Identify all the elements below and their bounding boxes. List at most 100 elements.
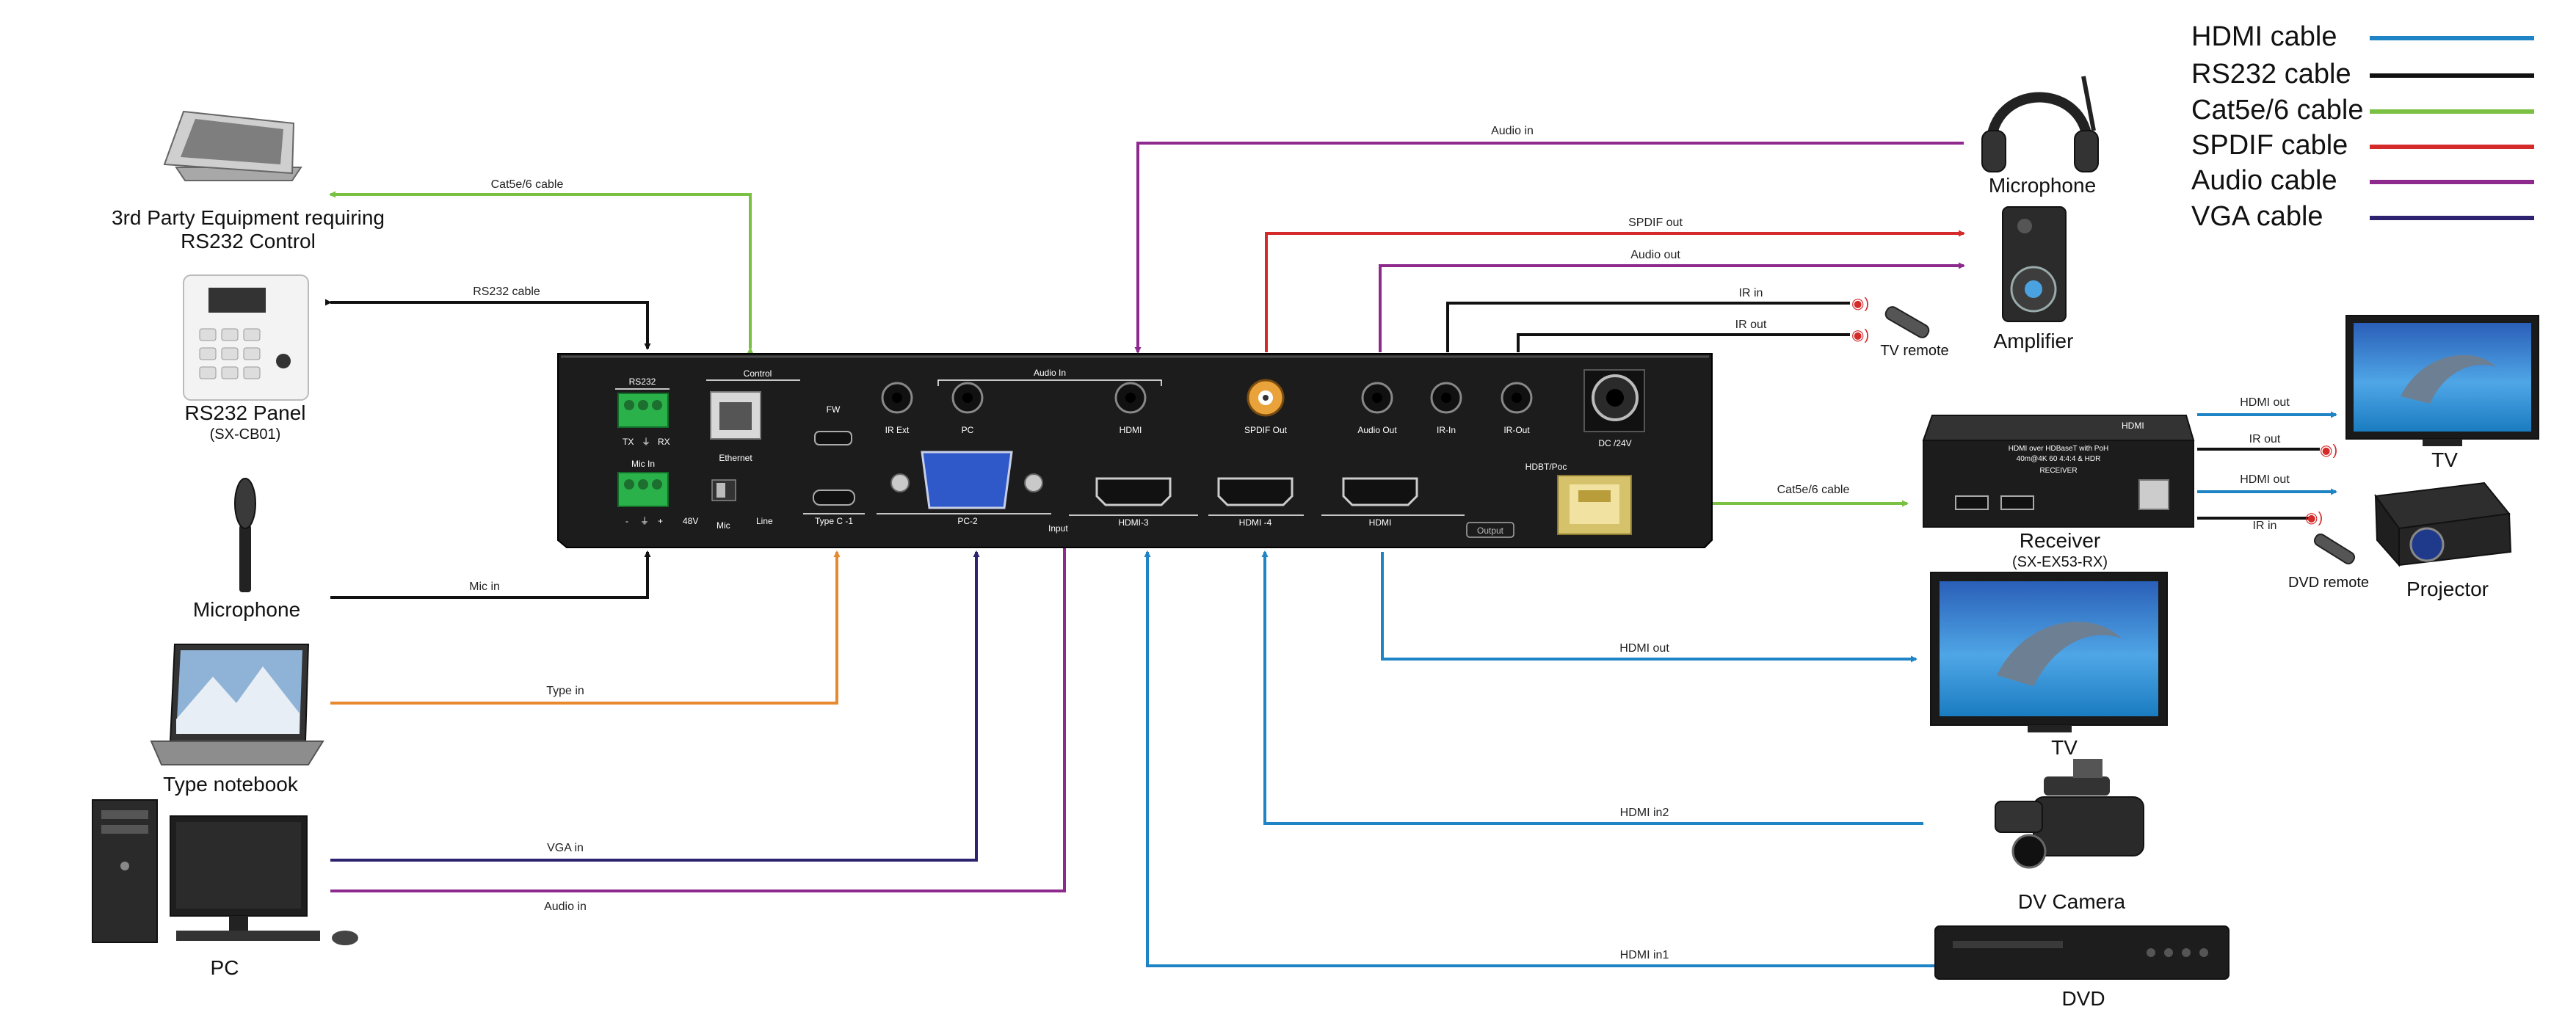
touch-panel-screen <box>181 119 283 164</box>
fw-usb-port[interactable] <box>814 431 852 445</box>
camera-lens <box>2011 834 2047 869</box>
device-tv-remote-label: TV remote <box>1880 343 1948 359</box>
mic-line-switch-knob <box>716 483 725 498</box>
legend-vga: VGA cable <box>2191 201 2323 232</box>
receiver-hdmi-port <box>2000 495 2034 510</box>
label-hdmi-in1: HDMI in1 <box>1620 949 1669 961</box>
panel-fw-label: FW <box>827 404 841 415</box>
device-rs232-panel-label: RS232 Panel <box>184 401 305 424</box>
pc-monitor-screen <box>176 822 301 909</box>
rs232-panel-key <box>199 366 217 379</box>
pc-tower <box>92 799 158 943</box>
receiver-tag: RECEIVER <box>2039 467 2077 475</box>
cable-hdmi-in1 <box>1144 550 1938 967</box>
ground-icon: ⏚ <box>640 516 649 526</box>
terminal-screw <box>638 479 648 490</box>
pc-tower-bay <box>101 810 148 819</box>
ir-receiver-icon: ◉) <box>2305 510 2323 526</box>
label-rx-ir-in: IR in <box>2253 520 2277 532</box>
device-amplifier-label: Amplifier <box>1994 330 2074 352</box>
terminal-screw <box>652 479 662 490</box>
panel-output-label: Output <box>1477 525 1504 536</box>
panel-mic-label: Mic <box>716 520 730 531</box>
receiver-rj45 <box>2138 479 2169 510</box>
tv-remote-device: ◉) ◉) <box>1851 296 1930 343</box>
typec-port[interactable] <box>813 490 855 506</box>
label-hdmi-in2: HDMI in2 <box>1620 807 1669 819</box>
notebook-base <box>150 741 324 765</box>
panel-pc2-label: PC-2 <box>957 516 978 526</box>
rs232-panel-key <box>221 366 239 379</box>
dvd-remote-body <box>2313 533 2356 565</box>
label-cat5-left: Cat5e/6 cable <box>491 178 564 191</box>
legend-rs232: RS232 cable <box>2191 59 2351 90</box>
panel-minus-label: - <box>625 516 628 526</box>
pc-tower-bay <box>101 825 148 834</box>
rs232-panel-knob <box>276 354 291 368</box>
ground-icon: ⏚ <box>642 437 650 447</box>
panel-rs232-label: RS232 <box>629 376 656 387</box>
headset-band <box>1986 92 2093 148</box>
device-pc-label: PC <box>211 956 239 979</box>
device-rs232-panel-model: (SX-CB01) <box>210 426 281 443</box>
extender-rear-panel: RS232 TX ⏚ RX Mic In - ⏚ + Control Ether… <box>557 353 1713 548</box>
notebook-mountains <box>176 666 300 734</box>
label-mic-in: Mic in <box>469 581 500 593</box>
camera-handle <box>2044 776 2110 796</box>
jack-hole <box>1125 393 1136 403</box>
jack-hole <box>1441 393 1451 403</box>
panel-hdbt-label: HDBT/Poc <box>1525 462 1567 472</box>
rs232-panel-key <box>243 366 261 379</box>
camera-lens-barrel <box>1995 801 2043 833</box>
headset-device <box>1981 76 2099 172</box>
panel-mic-in-label: Mic In <box>631 459 655 469</box>
receiver-hdmi-port <box>1955 495 1989 510</box>
panel-ir-ext-label: IR Ext <box>885 425 910 435</box>
mic-grille <box>234 478 256 529</box>
device-dv-camera-label: DV Camera <box>2018 890 2126 913</box>
panel-audio-in-label: Audio In <box>1034 368 1066 378</box>
receiver-brand: HDMI <box>2122 421 2144 431</box>
rs232-panel-key <box>243 328 261 341</box>
panel-48v-label: 48V <box>683 516 698 526</box>
cable-hdmi-out-main <box>1381 552 1918 663</box>
label-hdmi-out-main: HDMI out <box>1619 642 1669 655</box>
jack-hole <box>1606 389 1624 407</box>
device-receiver-model: (SX-EX53-RX) <box>2012 554 2108 570</box>
label-audio-in-top: Audio in <box>1491 125 1534 137</box>
hdmi3-port[interactable] <box>1095 477 1172 506</box>
device-tv-top-label: TV <box>2431 448 2458 471</box>
camera-body <box>2033 796 2144 856</box>
speaker-tweeter <box>2017 219 2032 233</box>
legend-cat5: Cat5e/6 cable <box>2191 95 2364 125</box>
terminal-screw <box>652 400 662 410</box>
label-rx-ir-out: IR out <box>2249 433 2281 445</box>
device-dvd-remote-label: DVD remote <box>2288 575 2369 591</box>
tv-mid-device <box>1930 572 2168 732</box>
label-cat5-right: Cat5e/6 cable <box>1777 484 1850 496</box>
terminal-screw <box>638 400 648 410</box>
dvd-player-body <box>1934 925 2229 980</box>
vga-port[interactable] <box>921 451 1013 509</box>
vga-screw-right <box>1024 473 1043 492</box>
device-mic-right-label: Microphone <box>1989 174 2096 197</box>
rs232-panel-key <box>199 328 217 341</box>
panel-ir-in-label: IR-In <box>1437 425 1456 435</box>
panel-audio-out-label: Audio Out <box>1357 425 1397 435</box>
rs232-panel-display <box>208 288 266 313</box>
receiver-line2: 40m@4K 60 4:4:4 & HDR <box>2017 455 2101 463</box>
headset-earcup-left <box>1981 130 2006 172</box>
hdmi4-port[interactable] <box>1217 477 1294 506</box>
device-dvd-label: DVD <box>2061 987 2105 1010</box>
device-tv-mid-label: TV <box>2051 736 2078 759</box>
tv-mid-dolphin <box>1997 622 2122 686</box>
device-third-party-label-2: RS232 Control <box>181 230 316 252</box>
hdmi-out-port[interactable] <box>1342 477 1418 506</box>
ir-emitter-icon: ◉) <box>2320 443 2337 459</box>
jack-hole <box>1512 393 1522 403</box>
output-badge <box>1466 522 1514 538</box>
label-audio-in-pc: Audio in <box>544 901 587 913</box>
panel-spdif-label: SPDIF Out <box>1244 425 1288 435</box>
notebook-device <box>150 644 324 765</box>
